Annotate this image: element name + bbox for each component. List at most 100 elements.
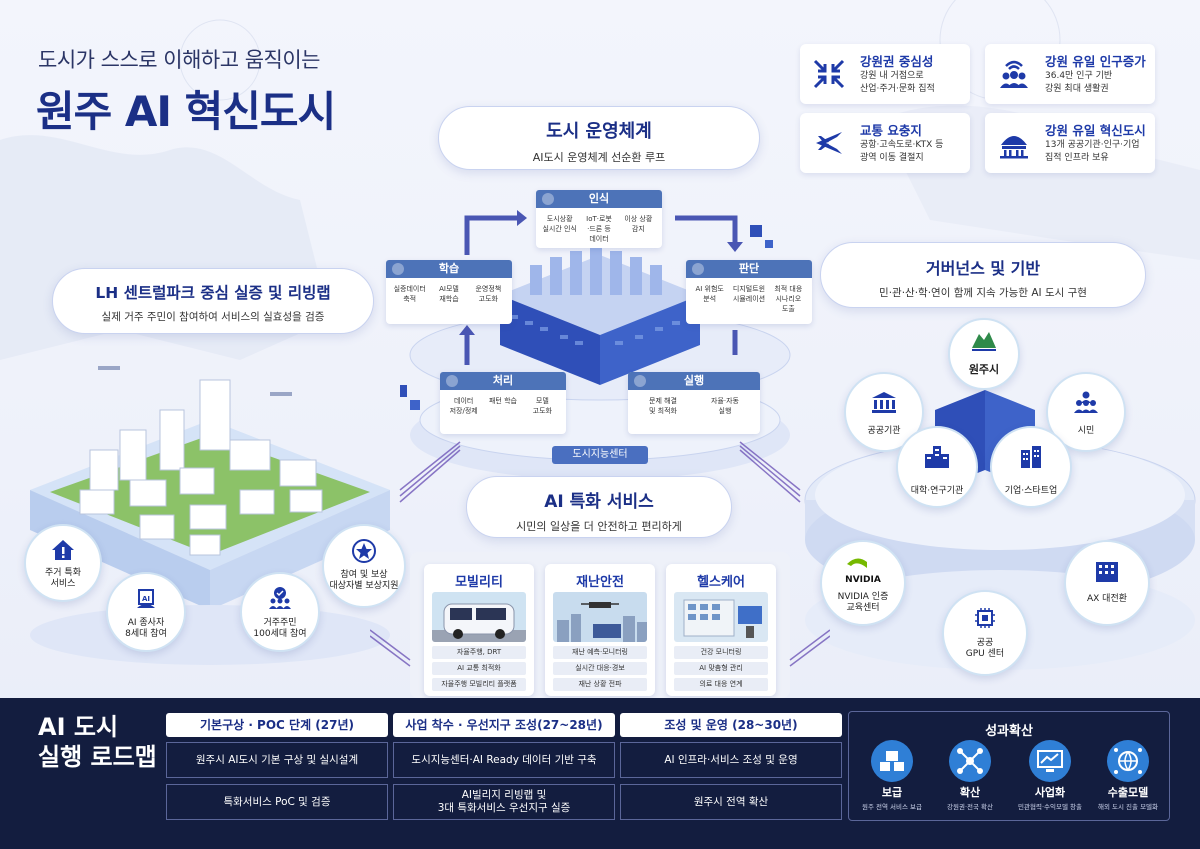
expansion-box: 성과확산 보급 원주 전역 서비스 보급 확산 강원권·전국 확산 사업화 민관… — [848, 711, 1170, 821]
expansion-item-export: 수출모델 해외 도시 진출 모델화 — [1089, 740, 1167, 811]
service-item: AI 맞춤형 관리 — [674, 662, 768, 675]
people-wifi-icon — [1000, 60, 1028, 88]
service-item: 재난 상황 전파 — [553, 678, 647, 691]
drone-monitoring-image — [553, 592, 647, 642]
autonomous-bus-image — [432, 592, 526, 642]
healthcare-image — [674, 592, 768, 642]
home-alert-icon — [52, 540, 74, 560]
expansion-item-commercialize: 사업화 민관협력·수익모델 창출 — [1011, 740, 1089, 811]
expansion-label: 수출모델 — [1107, 786, 1149, 799]
roadmap-phase-3: 조성 및 운영 (28~30년) — [620, 713, 842, 737]
service-item: 실시간 대응·경보 — [553, 662, 647, 675]
airplane-icon — [816, 132, 842, 154]
process-item: 자율·자동 실행 — [711, 397, 739, 415]
process-item: AI 위험도 분석 — [695, 285, 724, 303]
service-item: 의료 대응 연계 — [674, 678, 768, 691]
process-card-learn: 학습 실증데이터 축적 AI모델 재학습 운영정책 고도화 — [386, 260, 512, 324]
roadmap-cell: 도시지능센터·AI Ready 데이터 기반 구축 — [393, 742, 615, 778]
service-item: 자율주행, DRT — [432, 646, 526, 659]
process-card-execute: 실행 문제 해결 및 최적화 자율·자동 실행 — [628, 372, 760, 434]
circle-label: 공공 GPU 센터 — [965, 638, 1005, 659]
operation-title: 도시 운영체계 — [546, 121, 652, 142]
service-title: 재난안전 — [576, 575, 624, 590]
ai-services-subtitle: 시민의 일상을 더 안전하고 편리하게 — [516, 520, 682, 533]
process-item: 문제 해결 및 최적화 — [649, 397, 677, 415]
expansion-label: 사업화 — [1034, 786, 1066, 799]
page-title: 원주 AI 혁신도시 — [36, 87, 336, 136]
circle-label: AI 종사자 8세대 참여 — [125, 618, 167, 639]
process-item: 실증데이터 축적 — [393, 285, 426, 303]
circle-label: AX 대전환 — [1086, 594, 1128, 604]
process-item: AI모델 재학습 — [439, 285, 459, 303]
citizens-icon — [1074, 391, 1098, 413]
university-icon — [925, 446, 949, 468]
page-subtitle: 도시가 스스로 이해하고 움직이는 — [38, 48, 321, 72]
gov-circle-university: 대학·연구기관 — [896, 426, 978, 508]
expansion-item-distribute: 보급 원주 전역 서비스 보급 — [853, 740, 931, 811]
gpu-chip-icon — [975, 608, 995, 628]
service-item: AI 교통 최적화 — [432, 662, 526, 675]
process-label: 실행 — [628, 372, 760, 390]
gov-circle-ax: AX 대전환 — [1064, 540, 1150, 626]
operation-subtitle: AI도시 운영체계 선순환 루프 — [532, 151, 666, 164]
execute-icon — [634, 375, 646, 387]
info-card-title: 강원 유일 인구증가 — [1045, 54, 1146, 69]
circle-label: 원주시 — [968, 363, 1000, 376]
service-item: 건강 모니터링 — [674, 646, 768, 659]
chart-monitor-icon — [1037, 750, 1063, 772]
gov-circle-wonju: 원주시 — [948, 318, 1020, 390]
expansion-desc: 강원권·전국 확산 — [947, 803, 993, 811]
process-item: 데이터 저장/정제 — [449, 397, 478, 415]
circle-label: 공공기관 — [867, 426, 901, 436]
lh-circle-reward: 참여 및 보상 대상자별 보상지원 — [322, 524, 406, 608]
expansion-title: 성과확산 — [985, 724, 1033, 739]
recognize-icon — [542, 193, 554, 205]
expansion-desc: 원주 전역 서비스 보급 — [861, 803, 923, 811]
process-item: 패턴 학습 — [488, 397, 517, 405]
nvidia-logo-icon — [847, 558, 867, 568]
roadmap-cell: 원주시 AI도시 기본 구상 및 실시설계 — [166, 742, 388, 778]
ai-services-heading: AI 특화 서비스 시민의 일상을 더 안전하고 편리하게 — [466, 476, 732, 538]
ai-services-title: AI 특화 서비스 — [544, 492, 654, 512]
circle-label: 주거 특화 서비스 — [45, 568, 81, 589]
process-item: IoT·로봇 ·드론 등 데이터 — [586, 215, 612, 243]
roadmap-phase-1: 기본구상 · POC 단계 (27년) — [166, 713, 388, 737]
process-card-process: 처리 데이터 저장/정제 패턴 학습 모델 고도화 — [440, 372, 566, 434]
lh-central-park-city-illustration — [30, 366, 390, 665]
lh-circle-residents: 거주주민 100세대 참여 — [240, 572, 320, 652]
arrows-center-icon — [813, 59, 845, 89]
reward-badge-icon — [352, 539, 376, 563]
roadmap-cell: 특화서비스 PoC 및 검증 — [166, 784, 388, 820]
circle-label: 시민 — [1077, 426, 1095, 436]
lh-subtitle: 실제 거주 주민이 참여하여 서비스의 실효성을 검증 — [101, 311, 325, 323]
lh-heading: LH 센트럴파크 중심 실증 및 리빙랩 실제 거주 주민이 참여하여 서비스의… — [52, 268, 374, 334]
residents-check-icon — [269, 587, 291, 609]
service-title: 헬스케어 — [697, 575, 745, 590]
connector-lines — [370, 441, 830, 667]
service-item: 자율주행 모빌리티 플랫폼 — [432, 678, 526, 691]
loop-arrows — [459, 210, 743, 365]
info-card-title: 강원 유일 혁신도시 — [1045, 123, 1146, 138]
expansion-desc: 민관협력·수익모델 창출 — [1018, 803, 1082, 811]
service-card-disaster-safety: 재난안전 재난 예측·모니터링 실시간 대응·경보 재난 상황 전파 — [545, 564, 655, 696]
judge-icon — [692, 263, 704, 275]
expansion-label: 확산 — [959, 786, 981, 799]
lh-circle-ai-workers: AI AI 종사자 8세대 참여 — [106, 572, 186, 652]
process-item: 이상 상황 감지 — [624, 215, 653, 233]
building-dome-icon — [1000, 136, 1028, 159]
info-card-title: 강원권 중심성 — [860, 54, 934, 69]
process-label: 처리 — [440, 372, 566, 390]
process-label: 학습 — [386, 260, 512, 278]
governance-title: 거버넌스 및 기반 — [925, 259, 1041, 278]
process-item: 디지털트윈 시뮬레이션 — [732, 285, 766, 303]
process-label: 인식 — [536, 190, 662, 208]
process-item: 최적 대응 시나리오 도출 — [774, 285, 803, 313]
governance-subtitle: 민·관·산·학·연이 함께 지속 가능한 AI 도시 구현 — [879, 287, 1087, 299]
circle-label: NVIDIA 인증 교육센터 — [837, 592, 889, 613]
